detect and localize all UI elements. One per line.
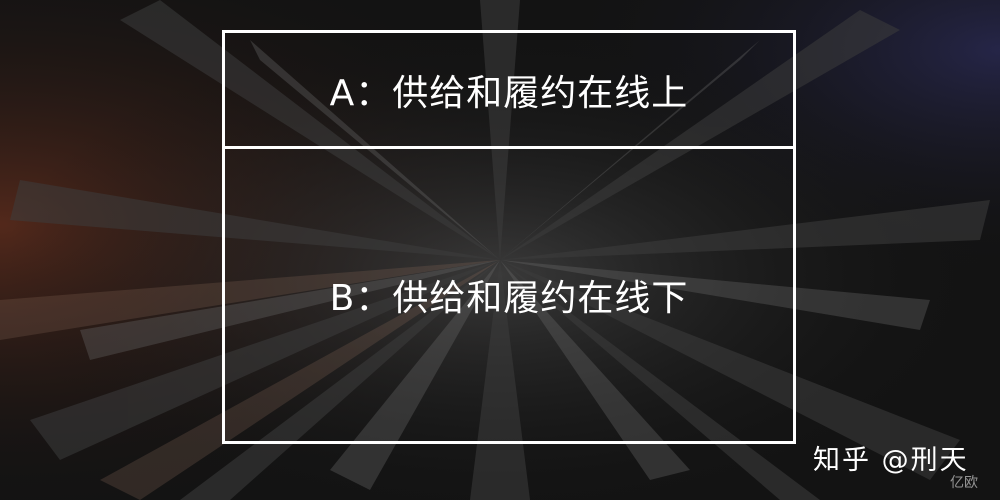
option-a-label: A：供给和履约在线上 bbox=[329, 72, 689, 114]
options-panel: A：供给和履约在线上 B：供给和履约在线下 bbox=[222, 30, 796, 444]
zhihu-watermark: 知乎 @刑天 bbox=[813, 445, 969, 476]
yiou-brand-mark: 亿欧 bbox=[950, 475, 978, 491]
option-a: A：供给和履约在线上 bbox=[225, 33, 793, 146]
option-b-label: B：供给和履约在线下 bbox=[329, 278, 689, 319]
option-b: B：供给和履约在线下 bbox=[225, 149, 793, 441]
panel-divider bbox=[225, 146, 793, 149]
